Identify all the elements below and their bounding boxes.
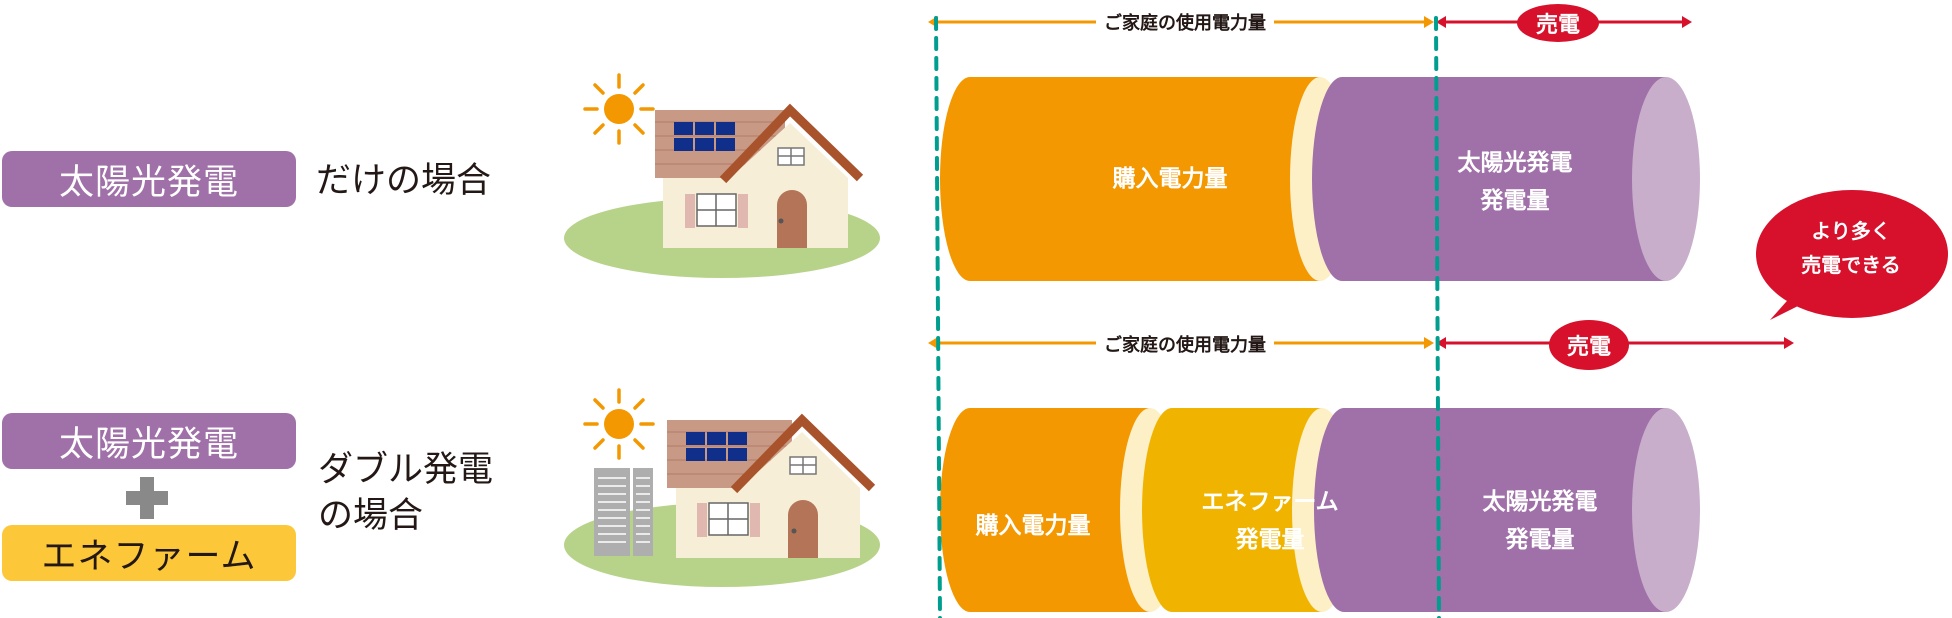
caption-line1: ダブル発電 bbox=[318, 450, 494, 490]
household-usage-label-row1: ご家庭の使用電力量 bbox=[1096, 9, 1274, 35]
sun-icon bbox=[583, 388, 655, 460]
segment-purchase-row1: 購入電力量 bbox=[1112, 166, 1228, 192]
caption-line2: の場合 bbox=[318, 496, 424, 536]
sell-badge-row1: 売電 bbox=[1517, 4, 1599, 42]
solar-panel-icon bbox=[686, 432, 747, 461]
segment-solar-row1-line1: 太陽光発電 bbox=[1457, 150, 1573, 176]
sell-badge-row2: 売電 bbox=[1549, 320, 1629, 370]
segment-enefarm-row2-line1: エネファーム bbox=[1201, 489, 1339, 515]
house-double-illustration bbox=[564, 388, 880, 587]
solar-power-tag-row2: 太陽光発電 bbox=[2, 413, 296, 469]
segment-solar-row1: 太陽光発電 発電量 bbox=[1395, 144, 1635, 220]
energy-cylinder-row2 bbox=[940, 408, 1700, 612]
double-generation-caption: ダブル発電 の場合 bbox=[318, 447, 493, 539]
callout-line2: 売電できる bbox=[1801, 253, 1901, 277]
solar-only-caption: だけの場合 bbox=[316, 161, 492, 201]
house-solar-illustration bbox=[564, 73, 880, 278]
guide-line-right bbox=[1434, 16, 1441, 618]
callout-text: より多く 売電できる bbox=[1766, 214, 1936, 282]
energy-cylinder-row1 bbox=[940, 77, 1700, 281]
segment-solar-row2-line2: 発電量 bbox=[1505, 527, 1575, 553]
solar-panel-icon bbox=[674, 122, 735, 151]
segment-purchase-row2: 購入電力量 bbox=[975, 513, 1091, 539]
segment-enefarm-row2: エネファーム 発電量 bbox=[1170, 483, 1370, 559]
household-usage-label-row2: ご家庭の使用電力量 bbox=[1096, 331, 1274, 357]
segment-solar-row2-line1: 太陽光発電 bbox=[1482, 489, 1598, 515]
speech-bubble bbox=[1756, 190, 1948, 320]
guide-line-left bbox=[934, 16, 942, 618]
segment-enefarm-row2-line2: 発電量 bbox=[1235, 527, 1305, 553]
enefarm-unit-icon bbox=[594, 468, 653, 556]
plus-icon bbox=[126, 477, 168, 519]
enefarm-tag: エネファーム bbox=[2, 525, 296, 581]
segment-solar-row2: 太陽光発電 発電量 bbox=[1420, 483, 1660, 559]
callout-line1: より多く bbox=[1811, 219, 1891, 243]
segment-solar-row1-line2: 発電量 bbox=[1480, 188, 1550, 214]
sun-icon bbox=[583, 73, 655, 145]
solar-power-tag: 太陽光発電 bbox=[2, 151, 296, 207]
